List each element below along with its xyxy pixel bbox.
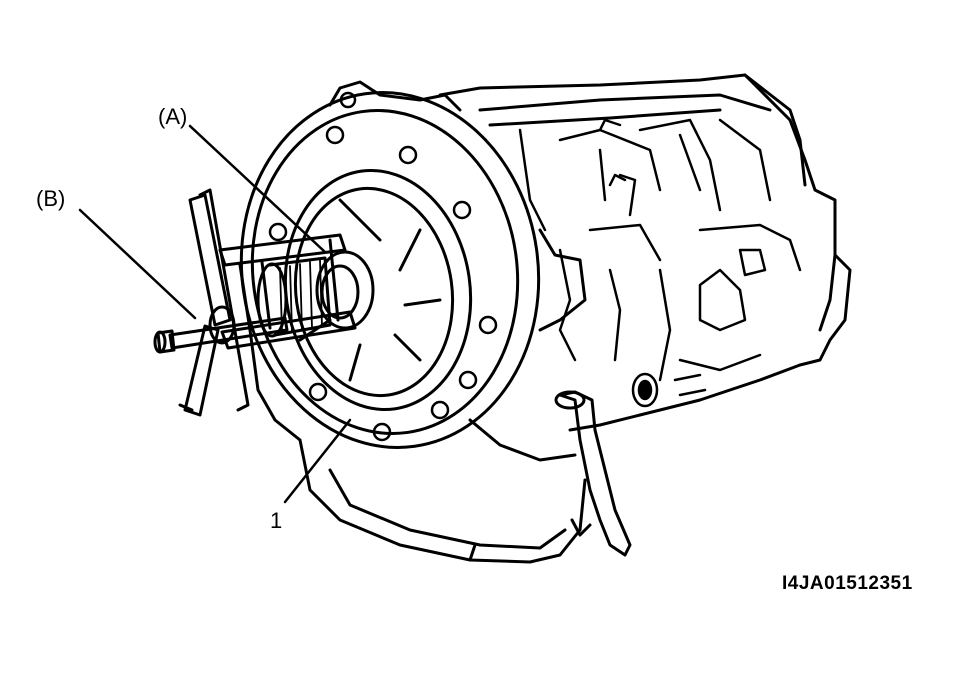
leader-line-b — [78, 208, 197, 320]
slide-hammer-tool — [153, 188, 289, 417]
flange-bolts — [268, 91, 498, 442]
label-tool-b: (B) — [36, 186, 66, 211]
bell-housing — [239, 80, 587, 462]
transmission-case — [298, 73, 852, 564]
label-tool-a: (A) — [158, 104, 188, 129]
case-details — [518, 118, 802, 382]
leader-line-1 — [283, 418, 352, 504]
leader-lines — [78, 124, 352, 504]
leader-line-a — [188, 124, 327, 254]
label-part-1: 1 — [270, 508, 283, 533]
oil-pump-assembly — [283, 168, 473, 412]
figure-code: I4JA01512351 — [782, 573, 913, 594]
sensor-plug — [631, 372, 707, 408]
filler-tube — [554, 390, 632, 557]
